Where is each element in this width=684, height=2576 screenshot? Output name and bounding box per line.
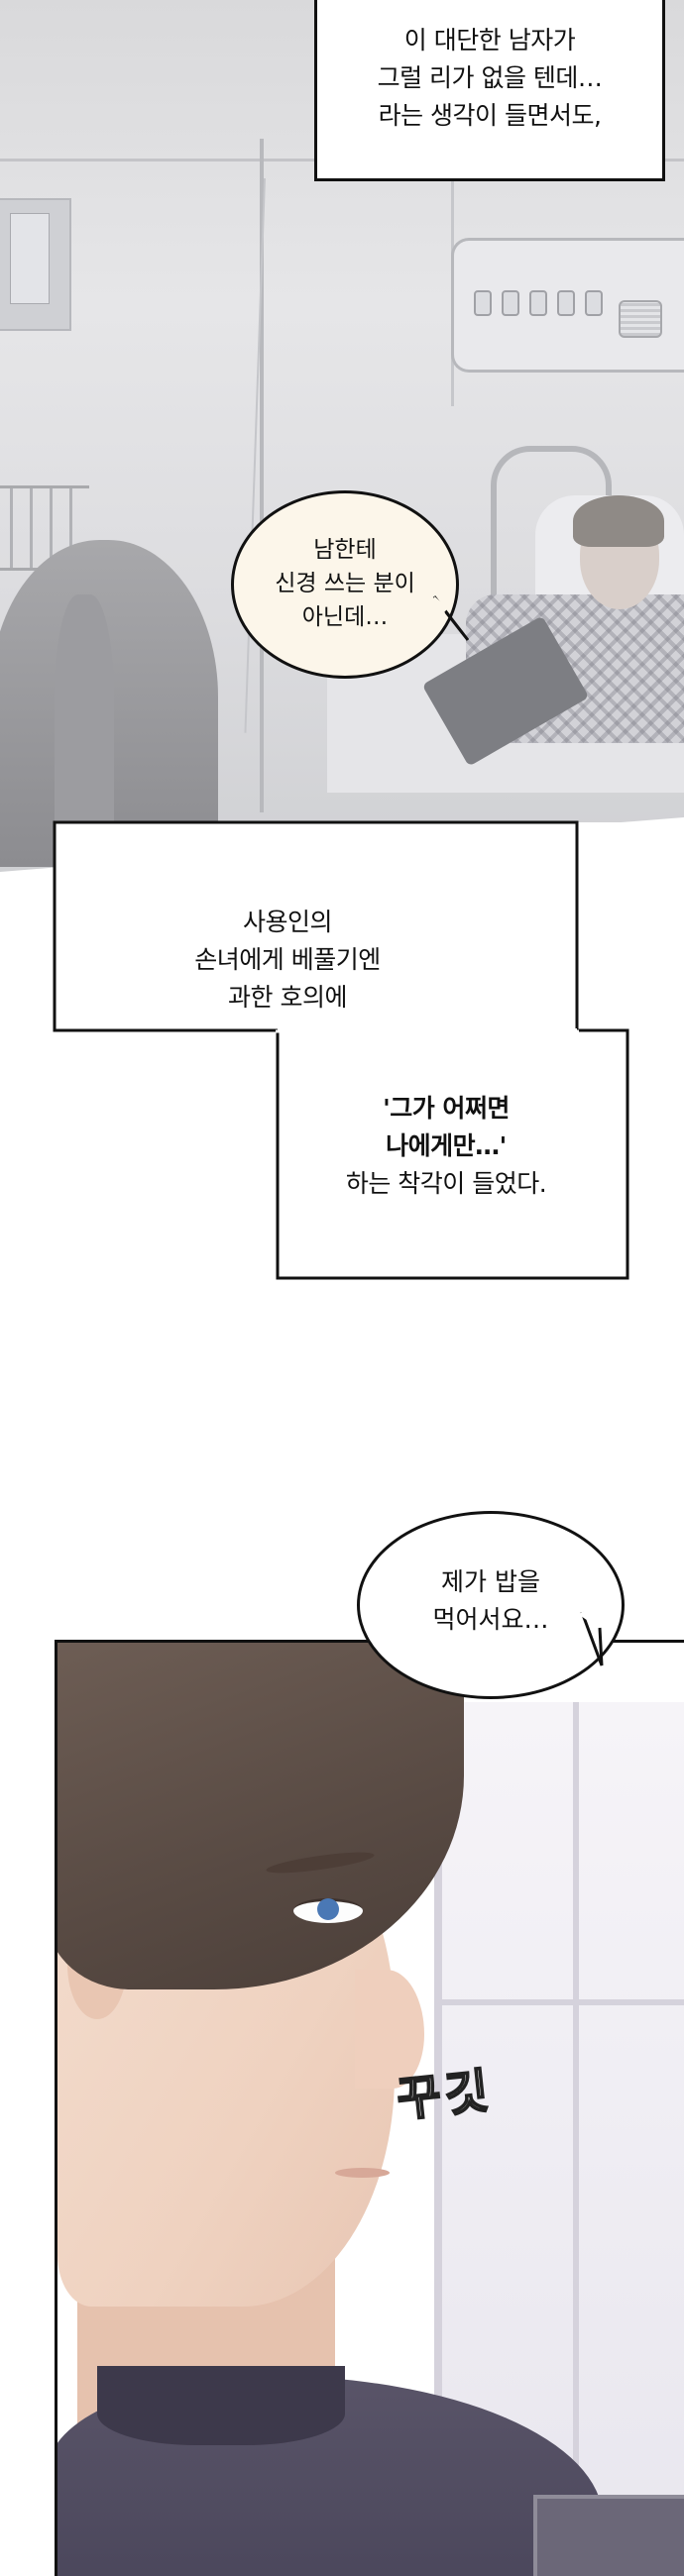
man-lips (335, 2168, 390, 2178)
man-collar (97, 2366, 345, 2445)
iv-pole (260, 139, 264, 812)
narration-line: 과한 호의에 (228, 983, 347, 1012)
bed-headwall-console (451, 238, 684, 373)
patient-hair (573, 495, 664, 547)
narration-box-mid-a: 사용인의 손녀에게 베풀기엔 과한 호의에 (79, 904, 496, 1017)
narration-box-mid-b: '그가 어쩌면 나에게만…' 하는 착각이 들었다. (283, 1090, 610, 1203)
man-nose (355, 1970, 424, 2089)
desk-monitor (533, 2495, 684, 2576)
man-hair (57, 1643, 464, 1989)
narration-line: 손녀에게 베풀기엔 (194, 945, 381, 974)
speech-bubble-2: 제가 밥을 먹어서요… (357, 1511, 625, 1699)
bubble-line: 제가 밥을 (441, 1567, 540, 1596)
narration-line: 이 대단한 남자가 (403, 26, 576, 54)
bubble-line: 남한테 (313, 537, 377, 563)
man-iris (317, 1898, 339, 1920)
narration-line: 라는 생각이 들면서도, (378, 101, 602, 130)
bubble-line: 신경 쓰는 분이 (275, 571, 415, 596)
sound-effect-text: 꾸깃 (394, 2062, 497, 2129)
narration-line-bold: 나에게만…' (386, 1131, 507, 1160)
visitor-hair-shadow (55, 594, 114, 852)
speech-bubble-2-tail (580, 1610, 604, 1666)
speech-bubble-1: 남한테 신경 쓰는 분이 아닌데… (231, 490, 459, 679)
narration-box-top: 이 대단한 남자가 그럴 리가 없을 텐데… 라는 생각이 들면서도, (314, 0, 665, 181)
speech-bubble-1-tail (432, 595, 470, 641)
narration-box-mid-outline (53, 820, 629, 1280)
narration-line-bold: '그가 어쩌면 (383, 1094, 510, 1123)
hospital-room-panel (0, 0, 684, 872)
speaker-grille (619, 300, 662, 338)
narration-line: 하는 착각이 들었다. (345, 1169, 547, 1198)
narration-line: 사용인의 (242, 908, 333, 936)
narration-line: 그럴 리가 없을 텐데… (377, 63, 603, 92)
bubble-line: 먹어서요… (432, 1605, 549, 1634)
bubble-line: 아닌데… (301, 604, 389, 630)
man-closeup-panel (55, 1640, 684, 2576)
monitor-screen (10, 213, 50, 304)
